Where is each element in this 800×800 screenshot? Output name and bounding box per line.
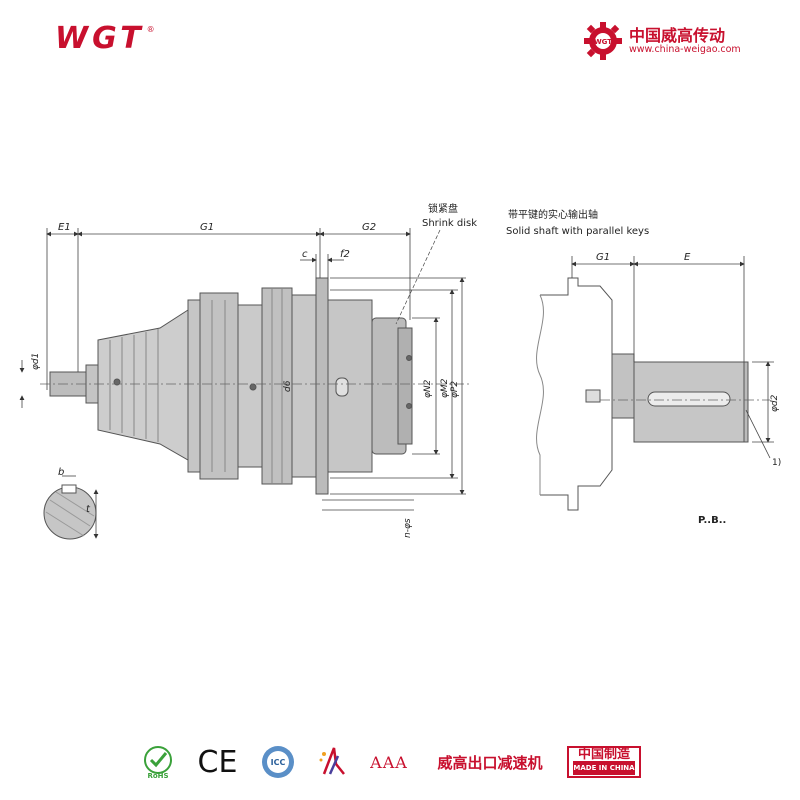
certification-strip: RoHS CE ICC AAA 威高出口减速机 中国制造 MADE IN CHI… [140,742,660,782]
rohs-badge: RoHS [140,742,176,782]
icc-icon: ICC [262,746,294,778]
quality-emblem-icon [319,747,345,775]
dim-n2: φN2 [423,379,433,398]
made-in-china-cn: 中国制造 [577,747,630,762]
output-dim-d2: φd2 [770,394,780,412]
gearbox-body [49,277,413,495]
shrink-disk-leader [395,229,441,325]
output-title-en: Solid shaft with parallel keys [506,226,649,237]
quality-emblem [315,742,351,782]
wgt-logo-text: WGT [55,21,145,56]
export-reducer-label: 威高出口减速机 [437,753,543,772]
dim-p2: φP2 [450,381,460,398]
ce-mark: CE [197,744,238,780]
dim-f2: f2 [340,249,350,260]
wgt-logo: WGT® [55,24,155,54]
made-in-china-en: MADE IN CHINA [573,761,635,775]
svg-text:RoHS: RoHS [147,772,168,780]
key-dim-b: b [58,467,64,478]
gearbox-dimension-drawing: E1 G1 G2 c f2 锁紧盘 Shrink disk φd1 d6 [19,202,781,540]
output-shaft-view [536,277,749,511]
rohs-icon: RoHS [144,746,172,780]
output-dim-g1: G1 [596,252,610,263]
dim-n-s: n-φs [403,518,413,538]
icc-badge: ICC [260,742,296,782]
brand-block: WGT 中国威高传动 www.china-weigao.com [583,20,783,62]
shrink-disk-label-cn: 锁紧盘 [428,202,458,215]
brand-name-cn: 中国威高传动 [629,26,726,45]
shrink-disk-label-en: Shrink disk [422,218,477,229]
dim-g2: G2 [362,222,376,233]
made-in-china-badge: 中国制造 MADE IN CHINA [564,742,644,782]
dim-e1: E1 [58,222,71,233]
technical-drawing: E1 G1 G2 c f2 锁紧盘 Shrink disk φd1 d6 [0,160,800,580]
registered-mark: ® [146,25,155,34]
brand-url[interactable]: www.china-weigao.com [629,44,741,55]
svg-text:ICC: ICC [271,758,286,767]
dim-g1: G1 [200,222,214,233]
svg-text:WGT: WGT [594,38,612,46]
output-dimensions [571,256,774,459]
output-dim-e: E [684,252,691,263]
dim-m2: φM2 [440,378,450,398]
dim-c: c [302,249,308,260]
gear-wgt-icon: WGT [584,22,622,60]
top-dimensions [46,228,411,390]
dim-d1: φd1 [31,353,41,370]
aaa-rating: AAA [370,752,408,772]
key-dim-t: t [86,504,91,515]
model-label: P..B.. [698,515,726,526]
output-title-cn: 带平键的实心输出轴 [508,208,598,221]
dim-vertical-lines [322,277,466,511]
key-section-detail [43,475,99,540]
dim-d6: d6 [283,380,293,392]
output-note: 1) [772,458,781,468]
